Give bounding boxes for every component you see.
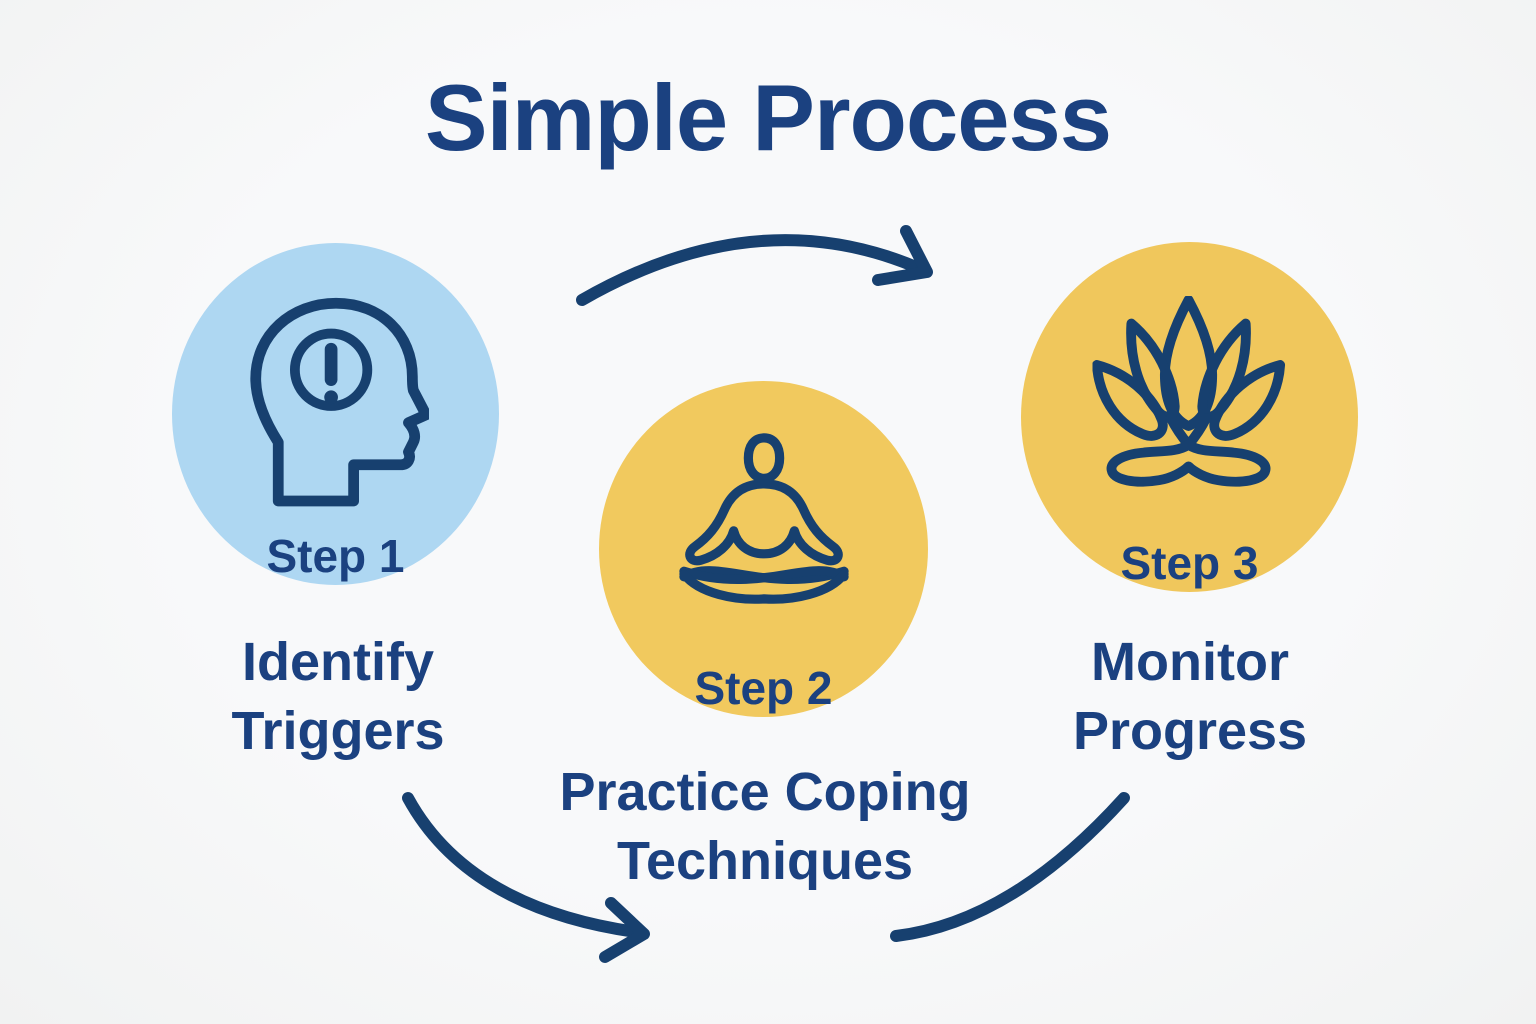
- step2-caption-line1: Practice Coping: [559, 762, 971, 822]
- top-arc-arrow: [576, 234, 922, 306]
- step2-circle: Step 2: [599, 381, 928, 717]
- step3-label: Step 3: [1120, 537, 1259, 589]
- step2-caption: Practice Coping Techniques: [515, 758, 1015, 896]
- head-alert-icon: [249, 297, 429, 507]
- page-title: Simple Process: [424, 65, 1112, 170]
- step1-caption: Identify Triggers: [138, 628, 538, 766]
- step3-circle: Step 3: [1021, 242, 1358, 592]
- top-arc-arrowhead-icon: [872, 225, 933, 286]
- step3-caption-line2: Progress: [1072, 701, 1308, 762]
- step1-caption-line1: Identify: [241, 632, 434, 692]
- lotus-icon: [1092, 296, 1285, 487]
- meditation-icon: [678, 433, 849, 604]
- step3-caption-line1: Monitor: [1091, 632, 1289, 692]
- bottom-left-arrowhead-icon: [599, 897, 650, 963]
- step2-label: Step 2: [694, 662, 833, 714]
- step2-caption-line2: Techniques: [616, 831, 914, 892]
- step1-label: Step 1: [266, 530, 405, 582]
- step1-circle: Step 1: [172, 243, 499, 585]
- step3-caption: Monitor Progress: [990, 628, 1390, 766]
- step1-caption-line2: Triggers: [231, 701, 445, 762]
